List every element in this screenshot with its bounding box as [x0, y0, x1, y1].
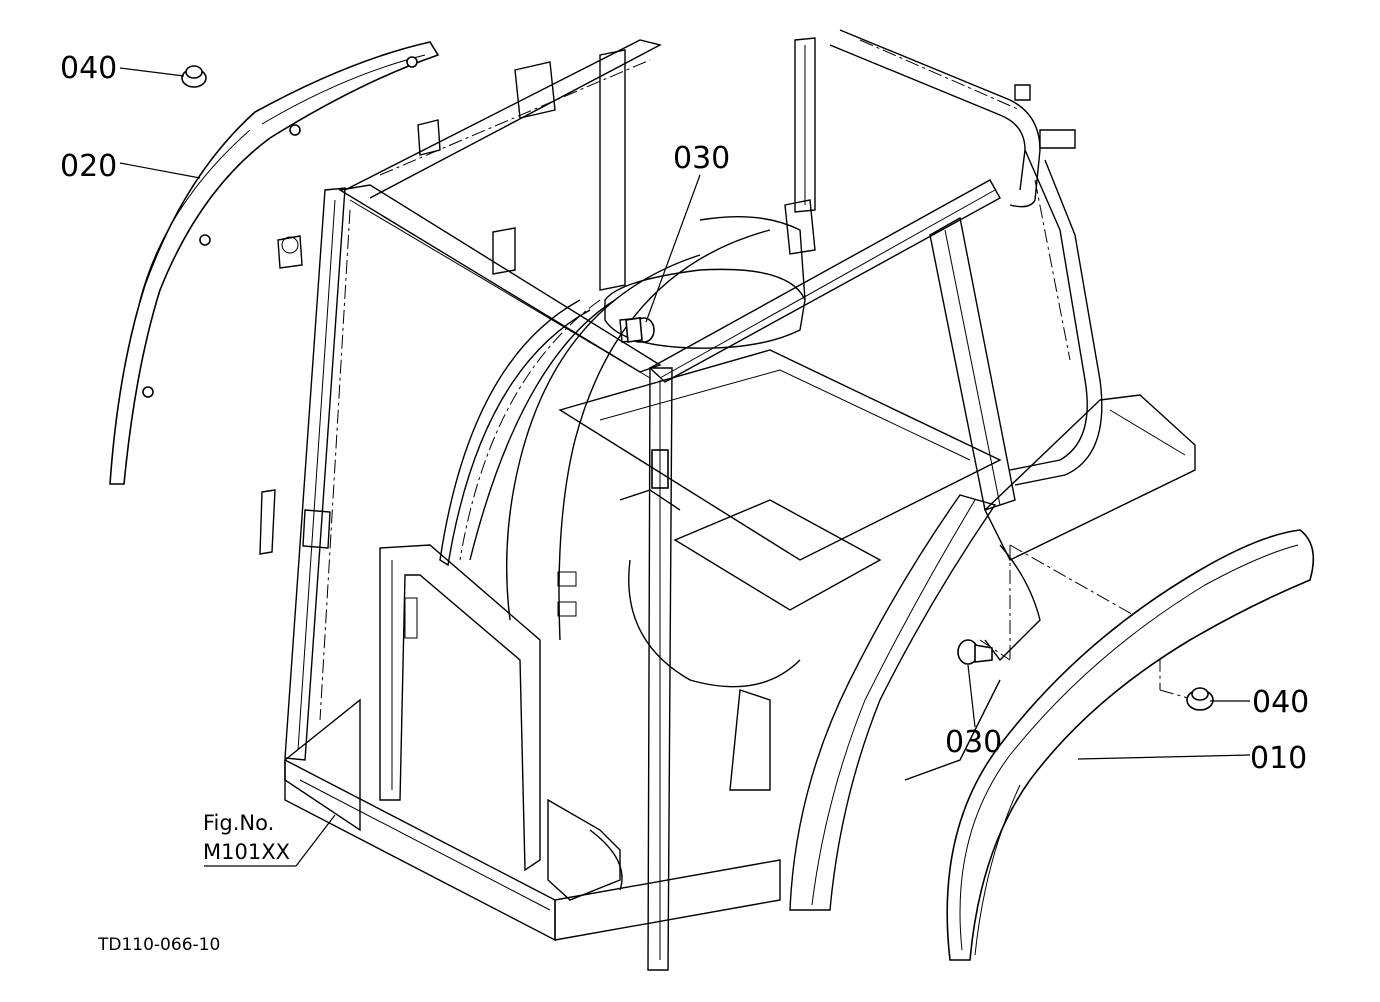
- part-040-nut-top: [181, 65, 207, 88]
- callout-030-bottom: 030: [945, 725, 1002, 760]
- callout-040-right: 040: [1252, 685, 1309, 720]
- part-010-right-fender-strip: [946, 529, 1315, 961]
- drawing-code: TD110-066-10: [97, 935, 220, 955]
- callout-040-top: 040: [60, 51, 117, 86]
- callout-030-top: 030: [673, 141, 730, 176]
- callout-010: 010: [1250, 741, 1307, 776]
- part-030-bolt-bottom: [957, 639, 993, 665]
- figure-ref-label: Fig.No.: [203, 811, 274, 835]
- cab-frame-drawing: [259, 29, 1196, 971]
- figure-ref-number: M101XX: [203, 840, 290, 864]
- leader-lines: [119, 67, 1251, 867]
- part-020-left-fender-strip: [109, 41, 440, 485]
- part-030-bolt-top: [625, 317, 655, 343]
- callout-020: 020: [60, 149, 117, 184]
- part-040-nut-right: [1186, 687, 1214, 711]
